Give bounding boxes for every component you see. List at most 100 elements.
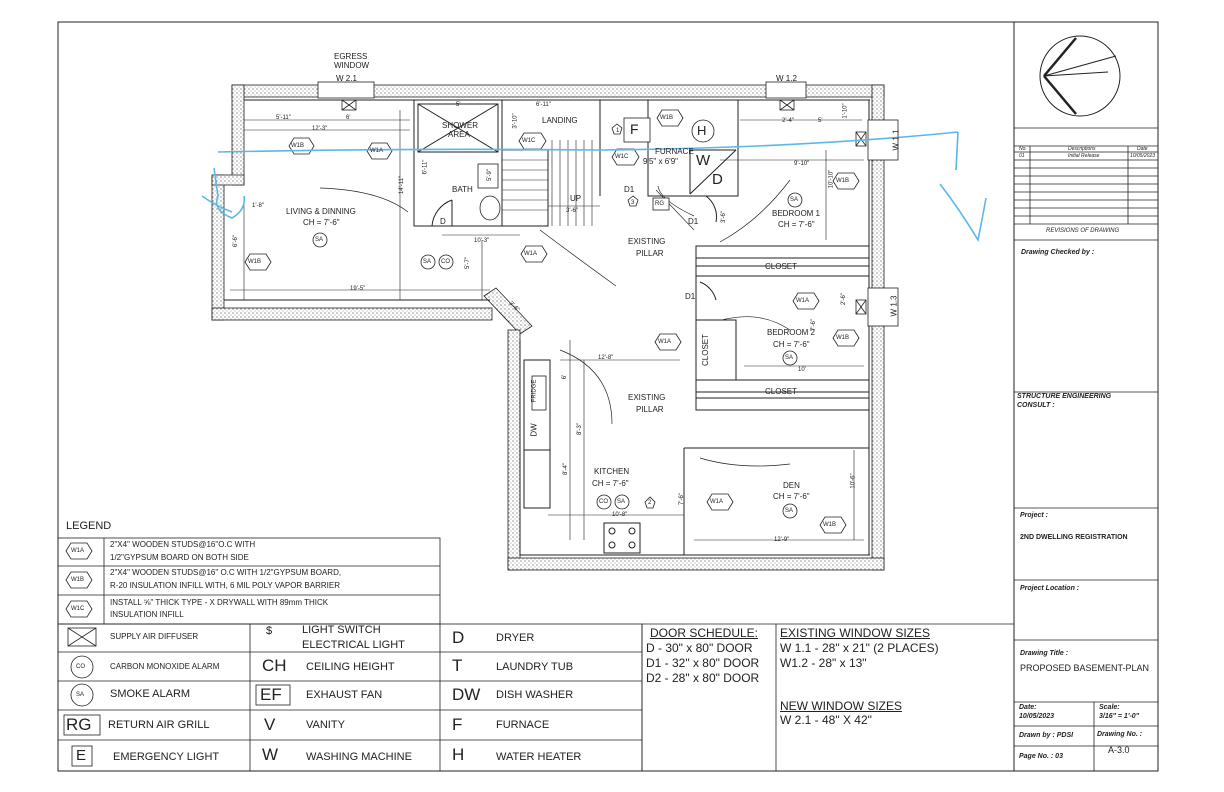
- rev-row-no: 01: [1019, 153, 1025, 159]
- dishwasher-label: DW: [529, 423, 539, 437]
- closet-2-label: CLOSET: [701, 333, 711, 367]
- tag-w1a: W1A: [796, 298, 810, 304]
- dim: 7'-6": [678, 493, 685, 505]
- legend-label: EMERGENCY LIGHT: [113, 751, 220, 763]
- dim: 2'-4": [782, 118, 794, 124]
- drawing-no-label: Drawing No. :: [1097, 731, 1143, 738]
- legend-w1c-line1: INSTALL ⅝" THICK TYPE - X DRYWALL WITH 8…: [110, 598, 329, 607]
- revisions-label: REVISIONS OF DRAWING: [1046, 228, 1120, 234]
- co-kitchen: CO: [599, 499, 608, 505]
- fridge-label: FRIDGE: [531, 379, 538, 403]
- door-schedule-title: DOOR SCHEDULE:: [650, 626, 759, 640]
- door-schedule-row: D2 - 28" x 80" DOOR: [646, 671, 760, 685]
- legend-symbol: E: [76, 747, 87, 764]
- drawing-no-value: A-3.0: [1108, 745, 1130, 755]
- window-w12-label: W 1.2: [776, 74, 797, 83]
- dim: 1'-10": [842, 103, 849, 119]
- dim: 8'-3": [576, 423, 583, 435]
- tag-w1b: W1B: [823, 522, 837, 528]
- dim: 8'-4": [562, 463, 569, 475]
- legend-label: SUPPLY AIR DIFFUSER: [110, 632, 199, 641]
- sa-den: SA: [785, 508, 794, 514]
- dim: 3'-10": [512, 113, 519, 129]
- new-windows-title: NEW WINDOW SIZES: [780, 699, 902, 713]
- legend-w1c-line2: INSULATION INFILL: [110, 610, 184, 619]
- tag-w1a: W1A: [524, 251, 538, 257]
- legend-label: CARBON MONOXIDE ALARM: [110, 662, 220, 671]
- legend-symbol: F: [452, 715, 463, 734]
- legend-label: CEILING HEIGHT: [306, 661, 395, 673]
- legend-label: DISH WASHER: [496, 689, 574, 701]
- tag-w1a: W1A: [370, 148, 384, 154]
- bedroom1-label: BEDROOM 1: [772, 209, 821, 218]
- legend-title: LEGEND: [66, 520, 112, 532]
- project-value: 2ND DWELLING REGISTRATION: [1020, 534, 1128, 541]
- dim: 12'-3": [312, 126, 328, 132]
- legend-label: EXHAUST FAN: [306, 689, 383, 701]
- switch-wiring: [319, 179, 791, 467]
- bedroom2-label: BEDROOM 2: [767, 328, 816, 337]
- legend-label: WASHING MACHINE: [306, 751, 412, 763]
- dim: 5'-7": [464, 257, 471, 269]
- rev-row-desc: Initial Release: [1068, 153, 1100, 159]
- bedroom1-ch: CH = 7'-6": [778, 220, 815, 229]
- egress-label-2: WINDOW: [334, 61, 370, 70]
- checked-by-label: Drawing Checked by :: [1021, 249, 1095, 256]
- door-schedule-row: D1 - 32" x 80" DOOR: [646, 656, 760, 670]
- legend-symbol: EF: [260, 685, 282, 704]
- closet-3-label: CLOSET: [765, 387, 798, 396]
- structure-label: STRUCTURE ENGINEERING: [1017, 393, 1112, 400]
- legend-symbol: D: [452, 628, 465, 647]
- dim: 6': [346, 115, 351, 121]
- furnace-room-size: 9'5" x 6'9": [643, 157, 678, 166]
- dim: 12'-9": [774, 537, 790, 543]
- fixture-symbols: [312, 117, 803, 519]
- drawn-by: Drawn by : PDSI: [1019, 732, 1074, 739]
- furnace-room-label: FURNACE: [655, 147, 694, 156]
- legend-label: VANITY: [306, 719, 345, 731]
- dim: 10'-3": [474, 238, 490, 244]
- dim: 12'-8": [598, 355, 614, 361]
- dim: 2'-6": [840, 293, 847, 305]
- dim: 10'-8": [612, 512, 628, 518]
- dim: 3'-6": [720, 211, 727, 223]
- dim: 5'-9": [486, 169, 493, 181]
- furnace-symbol-label: F: [630, 121, 639, 137]
- rev-row-date: 10/05/2023: [1130, 153, 1156, 159]
- landing-label: LANDING: [542, 116, 578, 125]
- drawing-title-label: Drawing Title :: [1020, 650, 1069, 657]
- closet-1-label: CLOSET: [765, 262, 798, 271]
- dim: 19'-5": [350, 286, 366, 292]
- dryer-symbol-label: D: [712, 171, 723, 188]
- water-heater-symbol-label: H: [697, 123, 707, 138]
- dim: 6'-11": [536, 102, 551, 108]
- tag-w1b: W1B: [660, 115, 674, 121]
- tag-w1c: W1C: [522, 138, 536, 144]
- shower-label: SHOWER: [442, 121, 478, 130]
- washer-symbol-label: W: [696, 152, 711, 169]
- legend-table: [57, 537, 1014, 772]
- dim: 5': [818, 118, 823, 124]
- window-w21-label: W 2.1: [336, 74, 357, 83]
- tag-w1b: W1B: [836, 178, 850, 184]
- blue-markup-line: [201, 131, 987, 243]
- kitchen-ch: CH = 7'-6": [592, 479, 629, 488]
- legend-symbol: W: [262, 745, 279, 764]
- dim: 10'-10": [828, 169, 835, 189]
- dim: 9'-10": [794, 161, 810, 167]
- marker-2: 2: [648, 500, 652, 506]
- marker-3: 3: [631, 200, 635, 206]
- legend-w1a-tag: W1A: [71, 548, 85, 554]
- shower-area-label: AREA: [448, 130, 470, 139]
- den-label: DEN: [783, 481, 800, 490]
- legend-symbol: DW: [452, 685, 481, 704]
- scale-value: 3/16" = 1'-0": [1099, 713, 1140, 720]
- new-window-row: W 2.1 - 48" X 42": [780, 713, 872, 727]
- legend-label: WATER HEATER: [496, 751, 582, 763]
- foundation-walls: [211, 84, 885, 571]
- structure-label-2: CONSULT :: [1017, 402, 1055, 409]
- door-d1-a-label: D1: [624, 185, 635, 194]
- dim: 6': [562, 374, 569, 380]
- dim: 7'-6": [810, 319, 817, 331]
- window-w13-label: W 1.3: [889, 295, 899, 317]
